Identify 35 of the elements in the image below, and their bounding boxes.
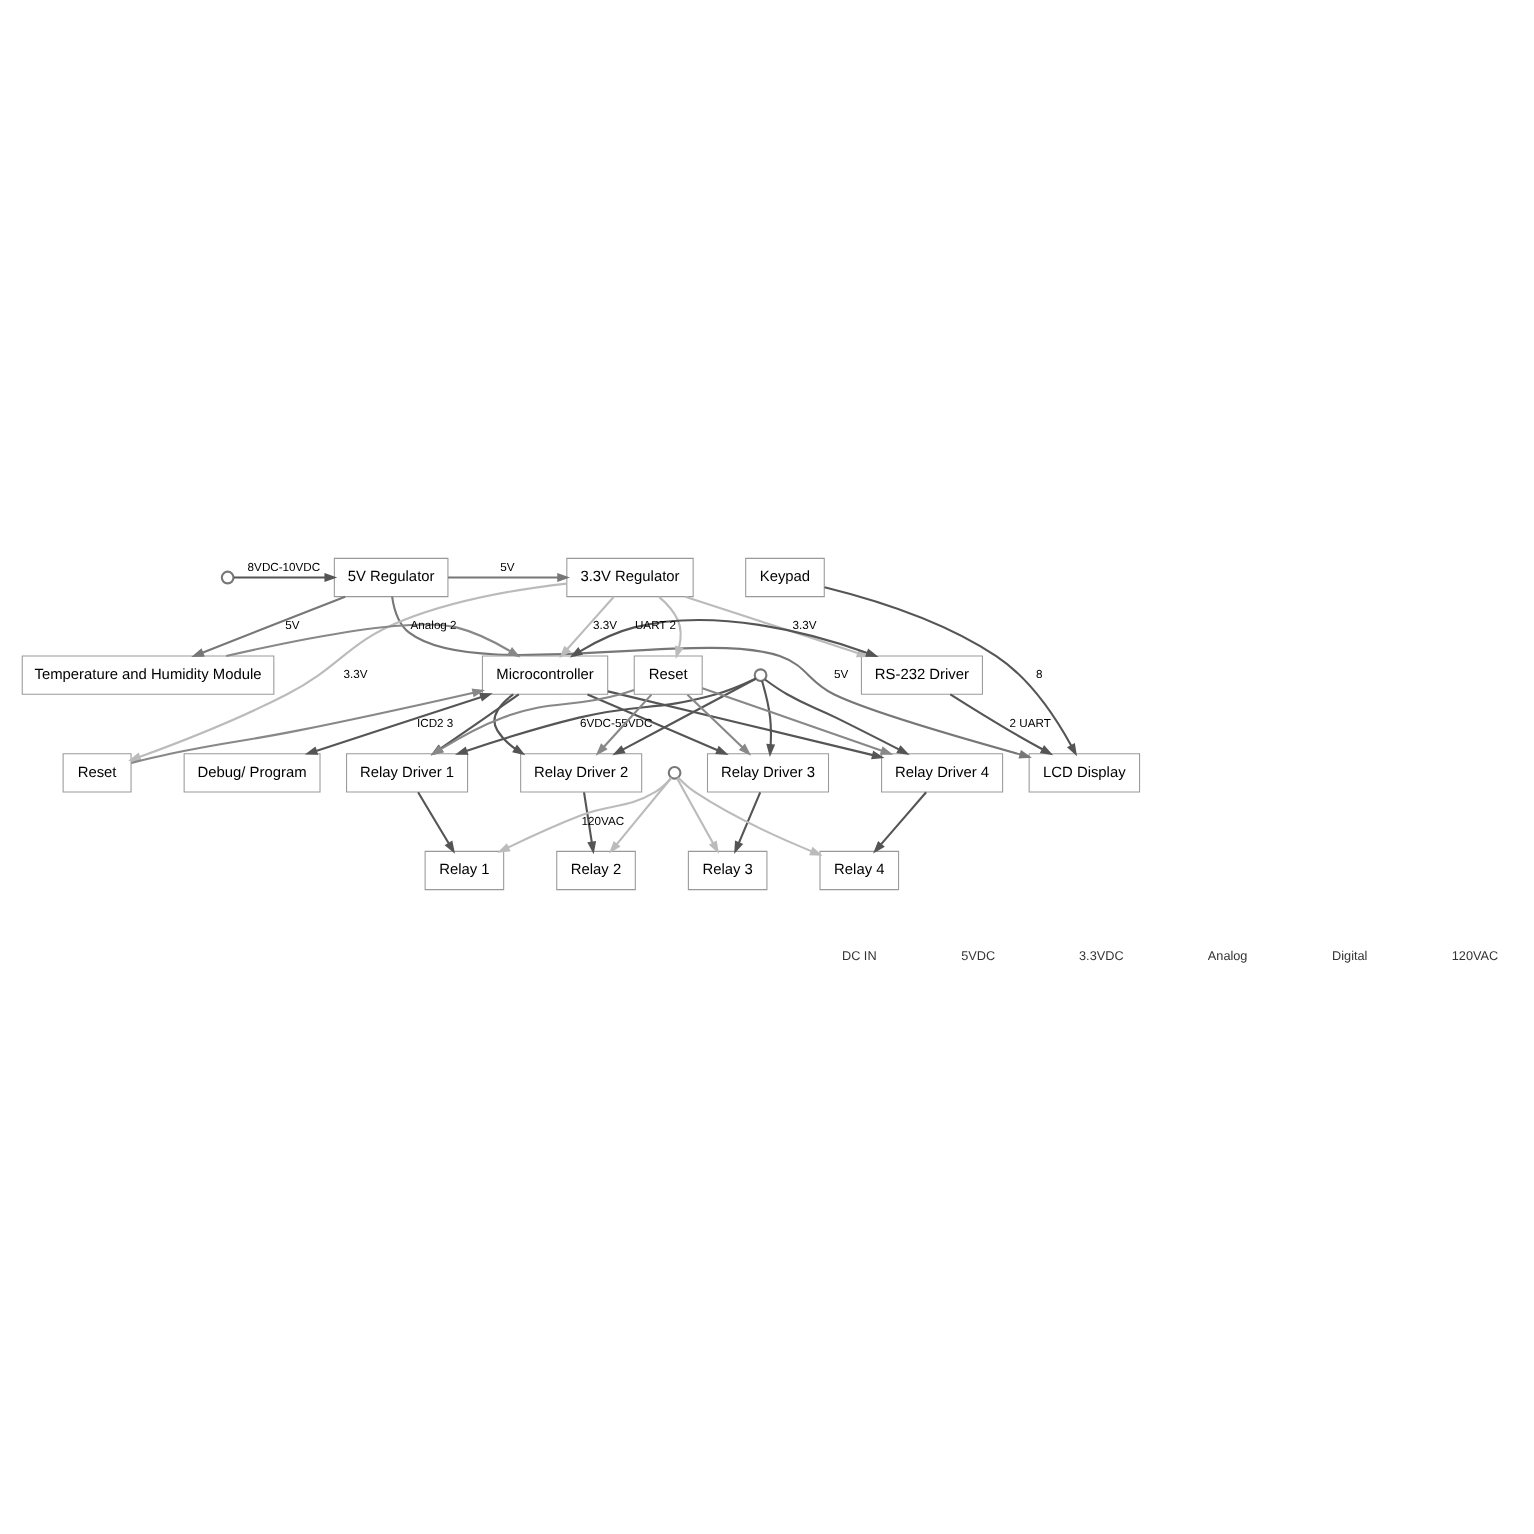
arrow — [760, 680, 775, 757]
arrow — [496, 777, 671, 853]
arrow — [232, 573, 337, 582]
arrow — [582, 792, 596, 855]
node-circle — [666, 765, 681, 780]
arrow — [190, 595, 345, 658]
arrow — [492, 693, 525, 756]
arrow — [685, 693, 751, 756]
arrow — [823, 586, 1076, 757]
arrow — [429, 688, 634, 756]
arrow — [416, 791, 454, 854]
node-circle — [752, 668, 767, 683]
arrow — [390, 596, 1031, 759]
arrow — [657, 596, 683, 659]
arrow — [454, 677, 755, 755]
arrow — [948, 693, 1053, 756]
arrow — [676, 776, 822, 856]
arrow — [127, 582, 566, 762]
arrow — [558, 596, 614, 659]
arrow — [608, 777, 672, 854]
arrow — [130, 688, 485, 764]
arrow — [872, 791, 926, 854]
arrow — [611, 677, 756, 756]
arrow — [606, 690, 884, 760]
arrow — [447, 573, 569, 582]
node-circle — [219, 570, 234, 585]
arrow — [701, 687, 893, 755]
arrow — [733, 791, 761, 855]
arrow — [586, 693, 728, 755]
arrow — [224, 623, 520, 658]
arrow — [303, 693, 492, 755]
arrow — [675, 778, 718, 854]
arrow — [763, 678, 909, 755]
arrow — [429, 693, 519, 756]
arrow — [594, 693, 652, 756]
